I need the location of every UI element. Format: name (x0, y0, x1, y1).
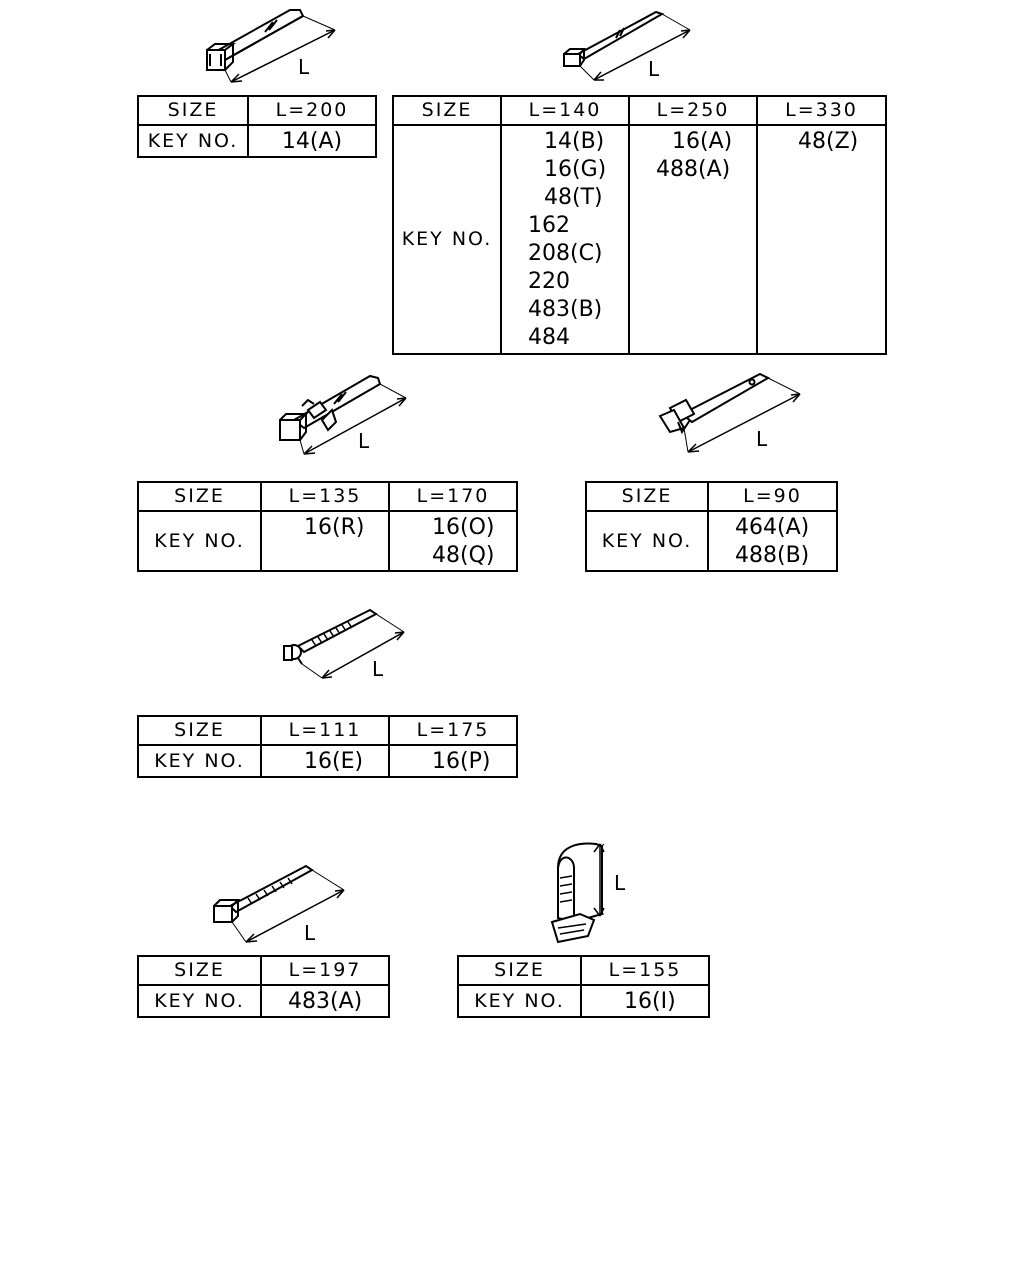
key-number: 16(E) (304, 749, 364, 774)
key-number: 16(P) (432, 749, 491, 774)
key-number: 208(C) (528, 241, 603, 266)
dimension-label: L (756, 427, 768, 451)
size-value: L=330 (756, 95, 887, 126)
key-cell: 16(P) (388, 744, 518, 778)
key-number: 48(Q) (432, 543, 495, 568)
clip-illustration-7: L (548, 838, 638, 948)
key-no-label: KEY NO. (137, 984, 262, 1018)
key-cell: 16(O) 48(Q) (388, 510, 518, 572)
size-value: L=140 (500, 95, 630, 126)
size-table-7: SIZE L=155 KEY NO. 16(I) (457, 955, 710, 1018)
size-table-3: SIZE L=135 L=170 KEY NO. 16(R) 16(O) 48(… (137, 481, 518, 572)
size-table-5: SIZE L=111 L=175 KEY NO. 16(E) 16(P) (137, 715, 518, 778)
dimension-label: L (372, 657, 384, 681)
size-header: SIZE (392, 95, 502, 126)
key-number: 16(I) (624, 989, 676, 1014)
key-cell: 16(A) 488(A) (628, 124, 758, 355)
size-value: L=170 (388, 481, 518, 512)
key-number: 484 (528, 325, 570, 350)
size-header: SIZE (137, 715, 262, 746)
size-value: L=135 (260, 481, 390, 512)
key-number: 488(A) (656, 157, 731, 182)
key-number: 220 (528, 269, 570, 294)
dimension-label: L (304, 921, 316, 945)
clip-illustration-1: L (195, 2, 355, 92)
dimension-label: L (614, 871, 626, 895)
key-number: 464(A) (735, 515, 810, 540)
size-table-6: SIZE L=197 KEY NO. 483(A) (137, 955, 390, 1018)
key-cell: 16(I) (580, 984, 710, 1018)
size-table-4: SIZE L=90 KEY NO. 464(A) 488(B) (585, 481, 838, 572)
size-value: L=197 (260, 955, 390, 986)
key-number: 16(R) (304, 515, 365, 540)
dimension-label: L (298, 55, 310, 79)
size-value: L=111 (260, 715, 390, 746)
key-number: 483(B) (528, 297, 603, 322)
dimension-label: L (358, 429, 370, 453)
key-number: 14(A) (281, 129, 343, 154)
key-cell: 483(A) (260, 984, 390, 1018)
key-no-label: KEY NO. (457, 984, 582, 1018)
key-cell: 16(R) (260, 510, 390, 572)
key-no-label: KEY NO. (137, 124, 249, 158)
clip-illustration-5: L (278, 606, 418, 686)
key-no-label: KEY NO. (137, 510, 262, 572)
size-header: SIZE (457, 955, 582, 986)
key-cell: 14(B) 16(G) 48(T) 162 208(C) 220 483(B) … (500, 124, 630, 355)
key-number: 483(A) (288, 989, 363, 1014)
size-header: SIZE (137, 955, 262, 986)
size-value: L=200 (247, 95, 377, 126)
clip-illustration-4: L (652, 370, 812, 458)
size-value: L=250 (628, 95, 758, 126)
size-value: L=90 (707, 481, 838, 512)
key-no-label: KEY NO. (137, 744, 262, 778)
size-header: SIZE (585, 481, 709, 512)
size-header: SIZE (137, 481, 262, 512)
key-number: 48(T) (544, 185, 603, 210)
clip-illustration-3: L (272, 370, 422, 462)
key-number: 48(Z) (798, 129, 859, 154)
size-value: L=155 (580, 955, 710, 986)
size-value: L=175 (388, 715, 518, 746)
key-number: 16(A) (672, 129, 733, 154)
key-cell: 48(Z) (756, 124, 887, 355)
clip-illustration-2: L (558, 4, 708, 88)
key-number: 16(O) (432, 515, 495, 540)
key-number: 16(G) (544, 157, 607, 182)
size-header: SIZE (137, 95, 249, 126)
key-number: 162 (528, 213, 570, 238)
key-no-label: KEY NO. (585, 510, 709, 572)
key-cell: 464(A) 488(B) (707, 510, 838, 572)
size-table-2: SIZE L=140 L=250 L=330 KEY NO. 14(B) 16(… (392, 95, 887, 355)
key-no-label: KEY NO. (392, 124, 502, 355)
key-number: 14(B) (544, 129, 605, 154)
key-number: 488(B) (735, 543, 810, 568)
size-table-1: SIZE L=200 KEY NO. 14(A) (137, 95, 377, 158)
dimension-label: L (648, 57, 660, 81)
key-cell: 16(E) (260, 744, 390, 778)
clip-illustration-6: L (208, 860, 358, 950)
key-cell: 14(A) (247, 124, 377, 158)
